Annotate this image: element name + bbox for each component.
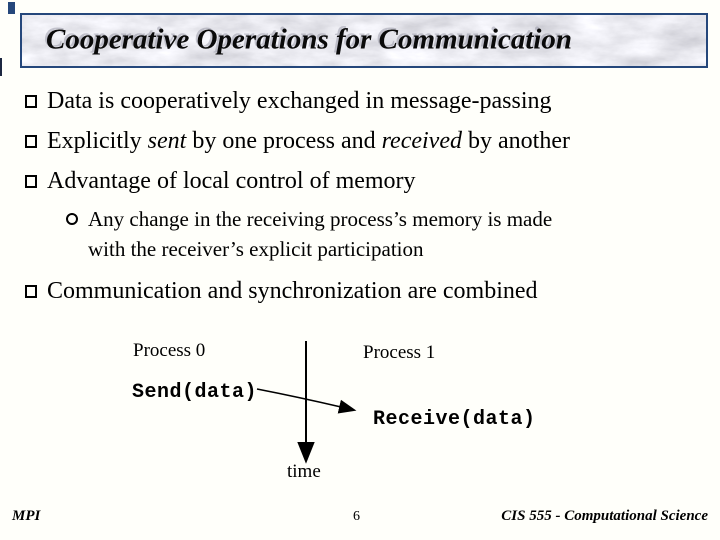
bullet-text-part: by another xyxy=(462,128,570,154)
page-title: Cooperative Operations for Communication xyxy=(46,23,573,56)
message-arrow xyxy=(256,388,357,414)
square-bullet-icon xyxy=(25,135,37,148)
bullet-communication-sync: Communication and synchronization are co… xyxy=(25,276,538,306)
template-edge-mark xyxy=(0,58,2,76)
receive-call-label: Receive(data) xyxy=(373,408,536,431)
square-bullet-icon xyxy=(25,175,37,188)
bullet-text: Explicitly sent by one process and recei… xyxy=(47,126,570,156)
title-banner: Cooperative Operations for Communication xyxy=(20,13,708,68)
footer-course-short: MPI xyxy=(12,508,41,524)
template-corner-mark xyxy=(8,2,15,14)
bullet-data-exchanged: Data is cooperatively exchanged in messa… xyxy=(25,86,552,116)
square-bullet-icon xyxy=(25,95,37,108)
process1-label: Process 1 xyxy=(363,342,436,363)
bullet-explicitly-sent: Explicitly sent by one process and recei… xyxy=(25,126,570,156)
subbullet-any-change: Any change in the receiving process’s me… xyxy=(66,204,552,264)
subbullet-text: Any change in the receiving process’s me… xyxy=(88,204,552,264)
subbullet-line-2: with the receiver’s explicit participati… xyxy=(88,237,424,261)
bullet-text-emphasis: sent xyxy=(147,128,187,154)
bullet-text: Advantage of local control of memory xyxy=(47,168,416,194)
process0-label: Process 0 xyxy=(133,340,206,361)
time-axis-label: time xyxy=(287,461,321,482)
bullet-text-part: Explicitly xyxy=(47,128,148,154)
marble-texture xyxy=(22,15,706,66)
subbullet-line-1: Any change in the receiving process’s me… xyxy=(88,207,553,231)
bullet-text-part: by one process and xyxy=(186,128,382,154)
bullet-text: Communication and synchronization are co… xyxy=(47,278,538,304)
bullet-text: Data is cooperatively exchanged in messa… xyxy=(47,88,552,114)
footer-course-long: CIS 555 - Computational Science xyxy=(501,508,708,524)
bullet-text-emphasis: received xyxy=(381,128,462,154)
square-bullet-icon xyxy=(25,285,37,298)
page-number: 6 xyxy=(353,509,360,524)
circle-bullet-icon xyxy=(66,213,78,225)
send-call-label: Send(data) xyxy=(132,381,258,404)
bullet-advantage: Advantage of local control of memory xyxy=(25,166,416,196)
